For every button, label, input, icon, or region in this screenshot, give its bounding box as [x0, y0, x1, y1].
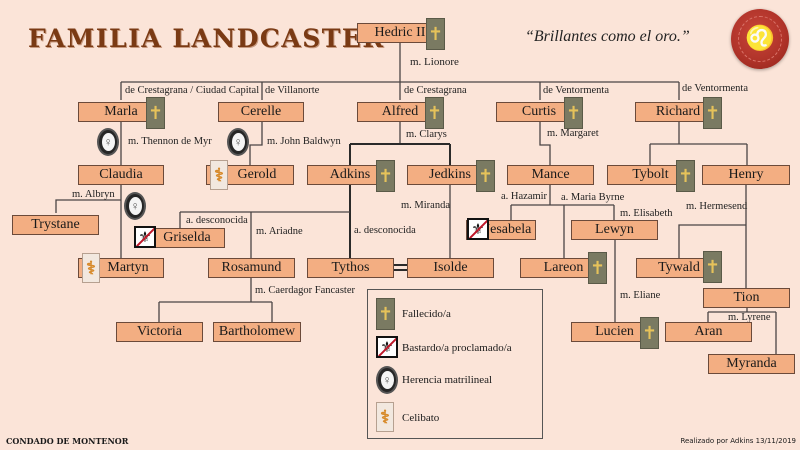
wax-seal-icon: ♌ [731, 9, 789, 69]
partner-label: a. desconocida [354, 225, 416, 236]
person-richard[interactable]: Richard [635, 102, 721, 122]
legend-item: ⚜ Bastardo/a proclamado/a [368, 336, 538, 368]
spouse-label: m. Elisabeth [620, 208, 673, 219]
legend-label: Fallecido/a [402, 308, 451, 320]
person-henry[interactable]: Henry [702, 165, 790, 185]
spouse-label: m. Ariadne [256, 226, 303, 237]
spouse-label: m. Lionore [410, 56, 459, 68]
person-adkins[interactable]: Adkins [307, 165, 393, 185]
herencia-matrilineal-icon: ♀ [124, 192, 146, 220]
connector [678, 224, 746, 258]
person-lucien[interactable]: Lucien [571, 322, 658, 342]
fallecido-icon: ✝ [703, 251, 722, 283]
herencia-matrilineal-icon: ♀ [227, 128, 249, 156]
person-tywald[interactable]: Tywald [636, 258, 722, 278]
connector [55, 199, 121, 213]
person-gerold[interactable]: Gerold [206, 165, 294, 185]
fallecido-icon: ✝ [703, 97, 722, 129]
person-lareon[interactable]: Lareon [520, 258, 607, 278]
partner-label: a. desconocida [186, 215, 248, 226]
connector [249, 122, 263, 165]
spouse-label: m. Clarys [406, 129, 447, 140]
fallecido-icon: ✝ [640, 317, 659, 349]
bastardo-icon: ⚜ [467, 218, 489, 240]
spouse-label: m. Eliane [620, 290, 661, 301]
legend-label: Herencia matrilineal [402, 374, 493, 386]
spouse-label: m. Hermesend [686, 201, 748, 212]
person-claudia[interactable]: Claudia [78, 165, 164, 185]
person-marla[interactable]: Marla [78, 102, 164, 122]
connector [539, 122, 551, 165]
fallecido-icon: ✝ [426, 18, 445, 50]
person-curtis[interactable]: Curtis [496, 102, 582, 122]
spouse-label: m. Thennon de Myr [128, 136, 212, 147]
person-aran[interactable]: Aran [665, 322, 752, 342]
person-lewyn[interactable]: Lewyn [571, 220, 658, 240]
person-hedric[interactable]: Hedric II [357, 23, 443, 43]
page-title: FAMILIA LANDCASTER [28, 24, 385, 53]
person-bartholomew[interactable]: Bartholomew [213, 322, 301, 342]
herencia-matrilineal-icon: ♀ [376, 366, 398, 394]
person-victoria[interactable]: Victoria [116, 322, 203, 342]
partner-label: a. Hazamir [501, 191, 548, 202]
bastardo-icon: ⚜ [376, 336, 398, 358]
person-rosamund[interactable]: Rosamund [208, 258, 295, 278]
fallecido-icon: ✝ [676, 160, 695, 192]
spouse-label: m. Lyrene [728, 312, 771, 323]
spouse-label: m. Albryn [72, 189, 115, 200]
person-tion[interactable]: Tion [703, 288, 790, 308]
legend-item: ⚕ Celibato [368, 402, 538, 434]
person-cerelle[interactable]: Cerelle [218, 102, 304, 122]
person-myranda[interactable]: Myranda [708, 354, 795, 374]
fallecido-icon: ✝ [476, 160, 495, 192]
person-alfred[interactable]: Alfred [357, 102, 443, 122]
spouse-label: m. Caerdagor Fancaster [255, 285, 356, 296]
celibato-icon: ⚕ [376, 402, 394, 432]
partner-label: a. Maria Byrne [561, 192, 625, 203]
fallecido-icon: ✝ [376, 298, 395, 330]
origin-label: de Villanorte [265, 85, 320, 96]
fallecido-icon: ✝ [425, 97, 444, 129]
fallecido-icon: ✝ [564, 97, 583, 129]
celibato-icon: ⚕ [210, 160, 228, 190]
fallecido-icon: ✝ [376, 160, 395, 192]
legend-item: ♀ Herencia matrilineal [368, 366, 538, 398]
origin-label: de Ventormenta [682, 83, 748, 94]
family-motto: “Brillantes como el oro.” [525, 28, 690, 45]
person-jedkins[interactable]: Jedkins [407, 165, 493, 185]
origin-label: de Ventormenta [543, 85, 609, 96]
person-mance[interactable]: Mance [507, 165, 594, 185]
fallecido-icon: ✝ [146, 97, 165, 129]
spouse-label: m. Miranda [401, 200, 450, 211]
bastardo-icon: ⚜ [134, 226, 156, 248]
legend-item: ✝ Fallecido/a [368, 298, 538, 330]
celibato-icon: ⚕ [82, 253, 100, 283]
spouse-label: m. Margaret [547, 128, 599, 139]
fallecido-icon: ✝ [588, 252, 607, 284]
footer-county: CONDADO DE MONTENOR [6, 436, 129, 446]
person-isolde[interactable]: Isolde [407, 258, 494, 278]
legend: ✝ Fallecido/a ⚜ Bastardo/a proclamado/a … [367, 289, 543, 439]
footer-credit: Realizado por Adkins 13/11/2019 [680, 437, 796, 445]
origin-label: de Crestagrana [404, 85, 467, 96]
person-trystane[interactable]: Trystane [12, 215, 99, 235]
origin-label: de Crestagrana / Ciudad Capital [125, 85, 260, 96]
person-tythos[interactable]: Tythos [307, 258, 394, 278]
legend-label: Celibato [402, 412, 440, 424]
legend-label: Bastardo/a proclamado/a [402, 342, 512, 354]
herencia-matrilineal-icon: ♀ [97, 128, 119, 156]
spouse-label: m. John Baldwyn [267, 136, 341, 147]
person-griselda[interactable]: Griselda [135, 228, 225, 248]
